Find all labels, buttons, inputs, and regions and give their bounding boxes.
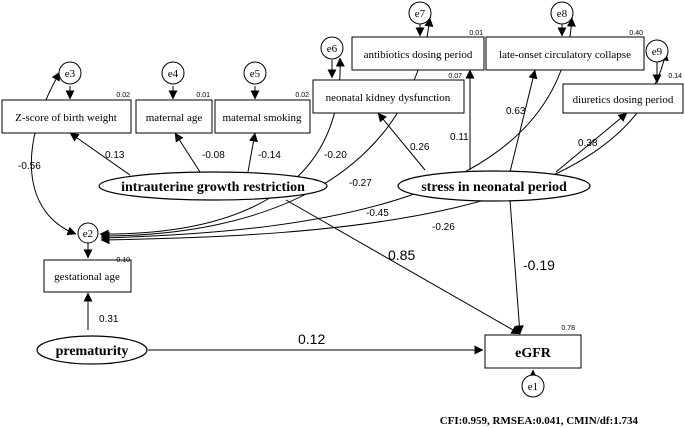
- observed-kidney: neonatal kidney dysfunction 0.07: [312, 73, 465, 114]
- curve-e6-e2: [99, 57, 345, 239]
- error-e5: e5: [243, 61, 267, 85]
- error-e2: e2: [77, 222, 99, 244]
- connectors: [31, 17, 669, 379]
- label-e2: e2: [83, 228, 93, 240]
- r2-maternal-smoking: 0.02: [295, 92, 309, 99]
- label-prematurity: prematurity: [56, 344, 129, 359]
- arrow-iugr-maternal-age: [174, 132, 201, 173]
- coef-iugr-maternal-age: -0.08: [202, 150, 225, 161]
- coef-stress-collapse: 0.63: [506, 106, 526, 117]
- observed-maternal-smoking: maternal smoking 0.02: [214, 92, 311, 134]
- r2-egfr: 0.78: [561, 325, 575, 332]
- label-iugr: intrauterine growth restriction: [121, 180, 305, 195]
- coef-iugr-e7: -0.27: [349, 178, 372, 189]
- coef-prematurity-egfr: 0.12: [298, 331, 325, 347]
- label-e4: e4: [168, 68, 179, 80]
- path-coefficients: 0.13 -0.08 -0.14 -0.20 -0.27 0.85 0.26 0…: [18, 106, 598, 347]
- label-e6: e6: [327, 43, 338, 55]
- label-zscore: Z-score of birth weight: [15, 112, 117, 124]
- arrow-iugr-smoking: [247, 132, 258, 173]
- latent-iugr: intrauterine growth restriction: [98, 171, 328, 201]
- coef-stress-antibiotics: 0.11: [450, 132, 469, 143]
- latent-stress: stress in neonatal period: [397, 170, 591, 202]
- observed-collapse: late-onset circulatory collapse 0.40: [485, 30, 645, 71]
- error-e4: e4: [161, 61, 185, 85]
- r2-zscore: 0.02: [116, 92, 130, 99]
- label-stress: stress in neonatal period: [421, 180, 567, 195]
- label-e8: e8: [557, 8, 568, 20]
- observed-maternal-age: maternal age 0.01: [135, 92, 213, 134]
- curve-e3-e2: [31, 71, 77, 236]
- observed-egfr: eGFR 0.78: [484, 325, 582, 369]
- coef-stress-e2-a: -0.45: [366, 208, 389, 219]
- label-e9: e9: [652, 46, 663, 58]
- observed-gestational-age: gestational age 0.10: [43, 257, 132, 293]
- coef-iugr-smoking: -0.14: [258, 150, 281, 161]
- label-gestational-age: gestational age: [54, 271, 120, 283]
- r2-collapse: 0.40: [629, 30, 643, 37]
- error-e6: e6: [320, 36, 344, 60]
- label-maternal-smoking: maternal smoking: [222, 112, 302, 124]
- coef-iugr-zscore: 0.13: [105, 150, 125, 161]
- error-e7: e7: [408, 1, 432, 25]
- curve-e9-e2: [100, 51, 669, 245]
- label-collapse: late-onset circulatory collapse: [499, 49, 631, 61]
- coef-stress-e2-b: -0.26: [432, 222, 455, 233]
- label-e1: e1: [528, 381, 538, 393]
- error-e8: e8: [550, 1, 574, 25]
- coef-stress-egfr: -0.19: [523, 257, 555, 273]
- coef-iugr-e6: -0.20: [324, 150, 347, 161]
- label-antibiotics: antibiotics dosing period: [364, 49, 473, 61]
- label-maternal-age: maternal age: [146, 112, 203, 124]
- arrow-iugr-egfr: [285, 199, 521, 335]
- label-e7: e7: [415, 8, 426, 20]
- observed-antibiotics: antibiotics dosing period 0.01: [351, 30, 485, 71]
- coef-iugr-egfr: 0.85: [388, 247, 415, 263]
- label-diuretics: diuretics dosing period: [573, 94, 674, 106]
- coef-prematurity-ga: 0.31: [99, 314, 119, 325]
- coef-e3-e2: -0.56: [18, 161, 41, 172]
- latent-prematurity: prematurity: [36, 335, 148, 365]
- observed-zscore: Z-score of birth weight 0.02: [1, 92, 132, 134]
- coef-stress-diuretics: 0.38: [578, 138, 598, 149]
- error-e3: e3: [58, 61, 82, 85]
- error-e9: e9: [645, 39, 669, 63]
- label-egfr: eGFR: [515, 346, 552, 361]
- r2-diuretics: 0.14: [668, 73, 682, 80]
- label-e5: e5: [250, 68, 261, 80]
- label-kidney: neonatal kidney dysfunction: [326, 92, 451, 104]
- coef-stress-kidney: 0.26: [410, 142, 430, 153]
- r2-maternal-age: 0.01: [196, 92, 210, 99]
- label-e3: e3: [65, 68, 76, 80]
- r2-gestational-age: 0.10: [116, 257, 130, 264]
- observed-diuretics: diuretics dosing period 0.14: [562, 73, 684, 114]
- arrow-stress-egfr: [509, 199, 524, 335]
- error-e1: e1: [521, 374, 545, 398]
- r2-kidney: 0.07: [448, 73, 462, 80]
- fit-indices: CFI:0.959, RMSEA:0.041, CMIN/df:1.734: [440, 415, 639, 427]
- r2-antibiotics: 0.01: [469, 30, 483, 37]
